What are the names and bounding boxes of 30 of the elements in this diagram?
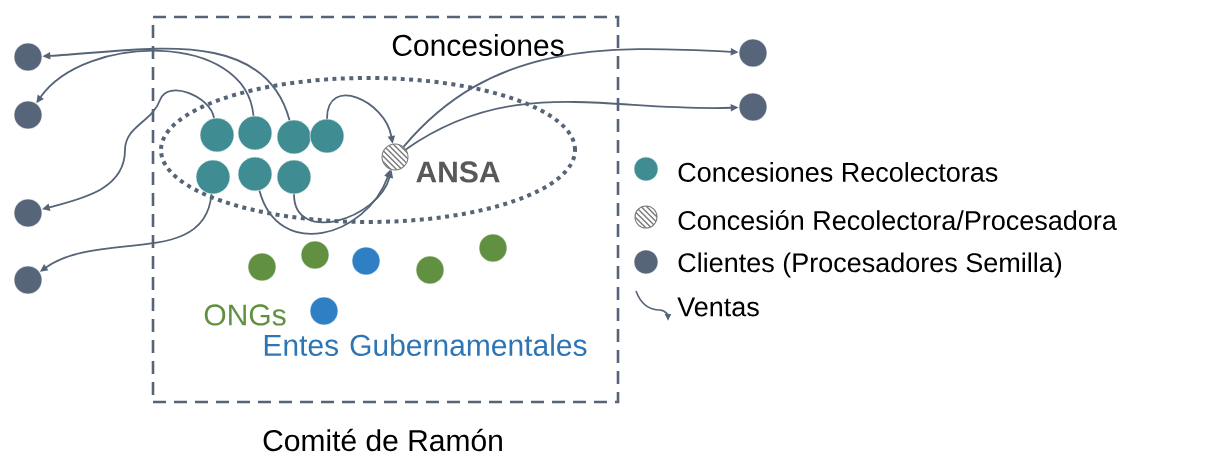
hatched-circle xyxy=(381,143,409,171)
arrow xyxy=(36,49,255,117)
circle xyxy=(300,240,330,270)
legend-text: Ventas xyxy=(677,297,759,317)
legend-text: Concesiones Recolectoras xyxy=(678,162,998,182)
circle xyxy=(237,115,273,151)
node-label: ANSA xyxy=(416,161,500,183)
group-label: ONGs xyxy=(204,304,286,326)
circle xyxy=(738,38,768,68)
node-label: Comité de Ramón xyxy=(263,428,502,452)
legend-text: Clientes (Procesadores Semilla) xyxy=(678,252,1062,278)
group-label: Entes Gubernamentales xyxy=(264,334,587,356)
circle xyxy=(13,100,43,130)
circle xyxy=(309,118,345,154)
circle xyxy=(415,255,445,285)
circle xyxy=(276,119,312,155)
node-label: Concesiones xyxy=(392,33,564,57)
circle xyxy=(478,233,508,263)
circle xyxy=(309,296,339,326)
circle xyxy=(351,246,381,276)
circle xyxy=(237,156,273,192)
circle xyxy=(276,159,312,195)
circle xyxy=(195,159,231,195)
circle xyxy=(13,42,43,72)
legend-text: Concesión Recolectora/Procesadora xyxy=(678,209,1117,231)
circle xyxy=(738,92,768,122)
circle xyxy=(13,265,43,295)
circle xyxy=(199,117,235,153)
circle xyxy=(247,252,277,282)
circle xyxy=(13,198,43,228)
